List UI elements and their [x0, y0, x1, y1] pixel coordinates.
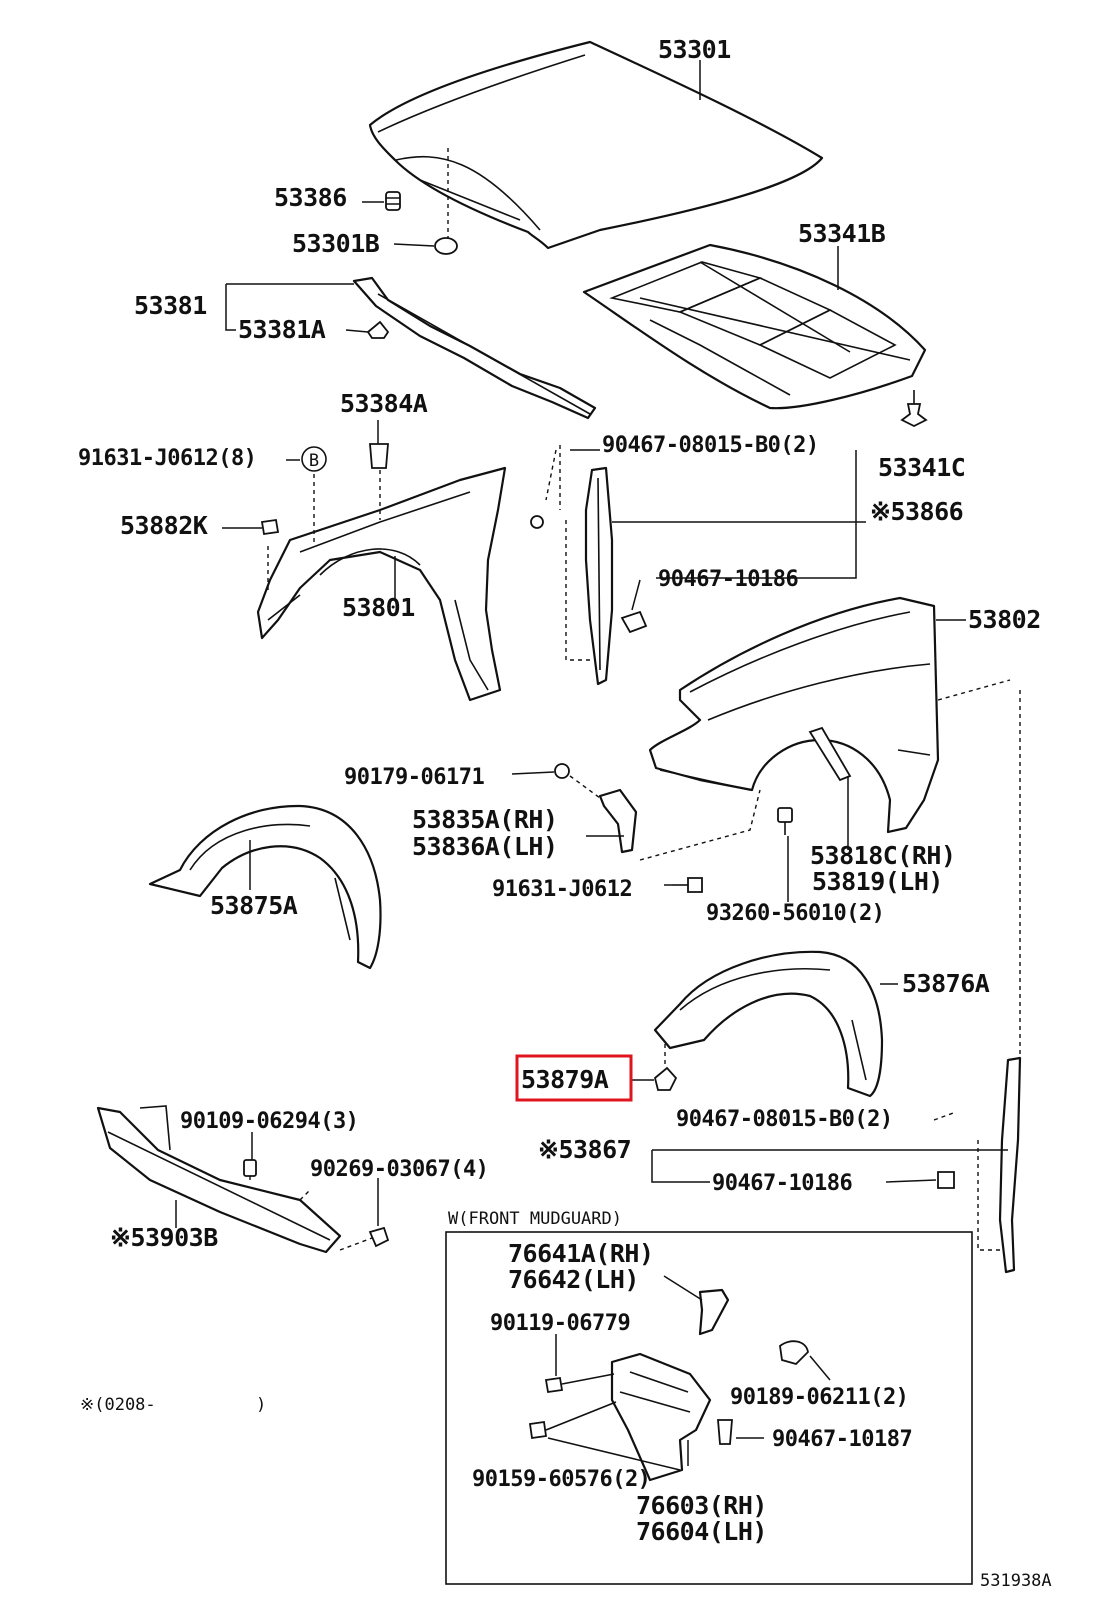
label-53903B[interactable]: ※53903B	[110, 1223, 219, 1252]
hood-cushion-53386[interactable]	[385, 191, 401, 211]
label-53879A[interactable]: 53879A	[521, 1065, 609, 1094]
bolt-90467-08015-top[interactable]	[530, 515, 544, 529]
clip-53381A[interactable]	[366, 320, 390, 339]
label-90467-10186-bottom[interactable]: 90467-10186	[712, 1171, 853, 1196]
label-53381A[interactable]: 53381A	[238, 315, 326, 344]
label-53802[interactable]: 53802	[968, 605, 1041, 634]
mudguard-bracket-76641A[interactable]	[698, 1288, 730, 1336]
label-90467-08015-B0-top[interactable]: 90467-08015-B0(2)	[602, 433, 819, 458]
label-53386[interactable]: 53386	[274, 183, 347, 212]
label-53301B[interactable]: 53301B	[292, 229, 380, 258]
label-76642[interactable]: 76642(LH)	[508, 1265, 639, 1294]
bracket-53867[interactable]	[977, 690, 1022, 1274]
hood-cushion-53301B[interactable]	[434, 237, 458, 255]
clip-53879A[interactable]	[653, 1044, 678, 1091]
label-53835A[interactable]: 53835A(RH)	[412, 805, 558, 834]
label-76603[interactable]: 76603(RH)	[636, 1491, 767, 1520]
front-mudguard-76603[interactable]	[610, 1352, 712, 1482]
label-90467-10186-top[interactable]: 90467-10186	[658, 567, 799, 592]
label-90189-06211[interactable]: 90189-06211(2)	[730, 1385, 909, 1410]
mudguard-group-box	[445, 1231, 973, 1585]
label-53836A[interactable]: 53836A(LH)	[412, 832, 558, 861]
footnote-right: )	[256, 1395, 266, 1415]
label-53801[interactable]: 53801	[342, 593, 415, 622]
leader-lines	[175, 60, 1008, 1471]
clip-90467-10186-bottom[interactable]	[937, 1171, 955, 1189]
clip-53341C[interactable]	[900, 390, 928, 428]
footnote-left: ※(0208-	[80, 1395, 156, 1415]
hood-panel[interactable]	[368, 40, 824, 250]
label-76604[interactable]: 76604(LH)	[636, 1517, 767, 1546]
clip-53882K[interactable]	[260, 518, 280, 536]
hood-seal[interactable]	[352, 276, 597, 420]
highlight-box	[515, 1054, 633, 1102]
label-91631-J0612-8[interactable]: 91631-J0612(8)	[78, 446, 257, 471]
label-90179-06171[interactable]: 90179-06171	[344, 765, 485, 790]
bolt-93260-56010[interactable]	[777, 807, 793, 835]
radiator-support-53903B[interactable]	[96, 1105, 390, 1254]
hood-insulator-pad[interactable]	[582, 243, 927, 410]
diagram-id: 531938A	[980, 1571, 1052, 1591]
front-fender[interactable]	[648, 596, 1011, 834]
clip-90467-10187[interactable]	[717, 1419, 733, 1445]
clip-90189-06211[interactable]	[779, 1340, 809, 1366]
bracket-53835A[interactable]	[598, 788, 638, 854]
reference-circle-b	[301, 446, 327, 472]
bolt-90119-06779[interactable]	[544, 1373, 615, 1394]
bolt-90159-60576[interactable]	[528, 1401, 617, 1440]
label-90467-10187[interactable]: 90467-10187	[772, 1427, 913, 1452]
label-53384A[interactable]: 53384A	[340, 389, 428, 418]
clip-90467-10186-top[interactable]	[620, 610, 648, 634]
label-91631-J0612[interactable]: 91631-J0612	[492, 877, 633, 902]
fender-bracket-53818C[interactable]	[808, 726, 852, 782]
label-90269-03067[interactable]: 90269-03067(4)	[310, 1157, 489, 1182]
label-90159-60576[interactable]: 90159-60576(2)	[472, 1467, 651, 1492]
mudguard-group-title: W(FRONT MUDGUARD)	[448, 1209, 622, 1229]
label-76641A[interactable]: 76641A(RH)	[508, 1239, 654, 1268]
label-53341C[interactable]: 53341C	[878, 453, 966, 482]
label-90467-08015-B0-bottom[interactable]: 90467-08015-B0(2)	[676, 1107, 893, 1132]
label-93260-56010[interactable]: 93260-56010(2)	[706, 901, 885, 926]
fender-liner-53876A[interactable]	[653, 950, 884, 1098]
label-53818C[interactable]: 53818C(RH)	[810, 841, 956, 870]
label-53875A[interactable]: 53875A	[210, 891, 298, 920]
label-53867[interactable]: ※53867	[538, 1135, 632, 1164]
fender-apron[interactable]	[256, 466, 507, 702]
label-53819[interactable]: 53819(LH)	[812, 867, 943, 896]
label-53381[interactable]: 53381	[134, 291, 207, 320]
fender-bracket-53866[interactable]	[559, 445, 614, 686]
bolt-91631-J0612[interactable]	[672, 877, 703, 893]
label-53876A[interactable]: 53876A	[902, 969, 990, 998]
clip-53384A[interactable]	[369, 443, 389, 469]
fender-liner-53875A[interactable]	[148, 804, 382, 970]
label-53882K[interactable]: 53882K	[120, 511, 208, 540]
clip-90179-06171[interactable]	[554, 763, 570, 779]
label-53301[interactable]: 53301	[658, 35, 731, 64]
reference-circle-b-label: B	[309, 451, 319, 471]
label-53866[interactable]: ※53866	[870, 497, 964, 526]
label-90119-06779[interactable]: 90119-06779	[490, 1311, 631, 1336]
label-90109-06294[interactable]: 90109-06294(3)	[180, 1109, 359, 1134]
label-53341B[interactable]: 53341B	[798, 219, 886, 248]
